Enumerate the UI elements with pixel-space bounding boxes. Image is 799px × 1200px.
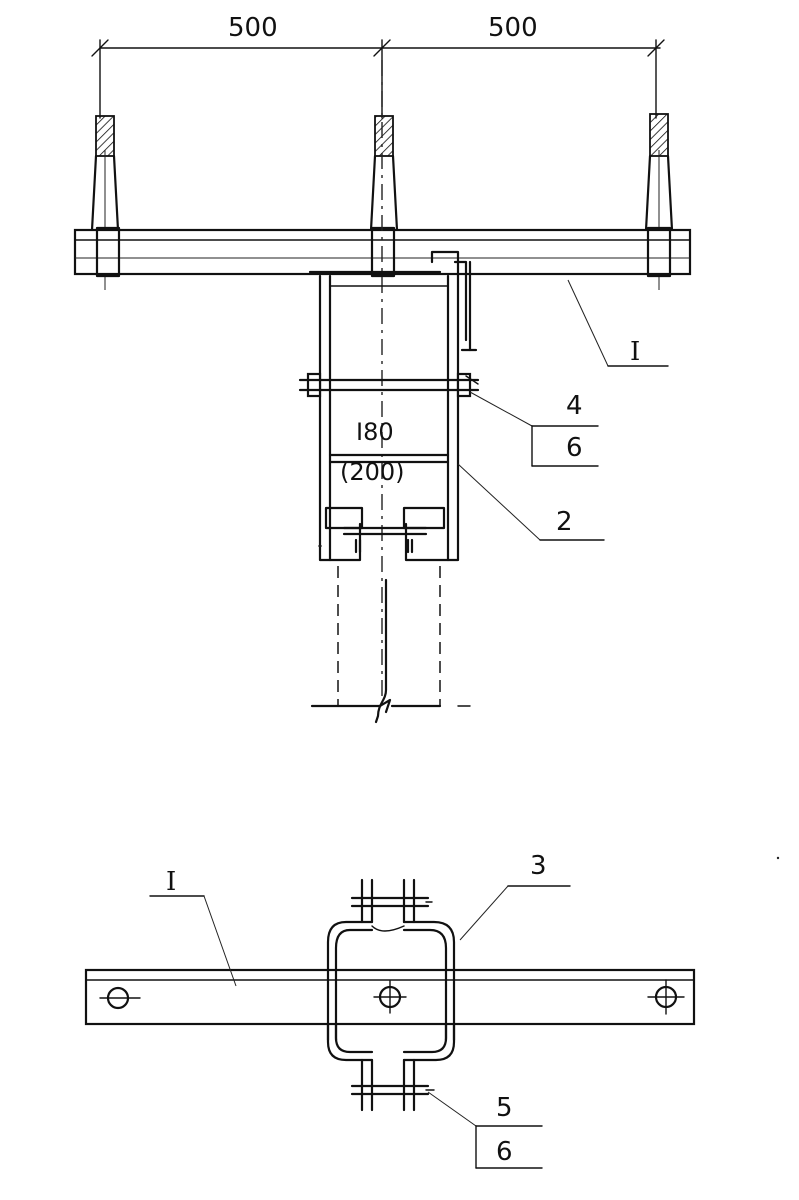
callout-lower: 2 [457,463,605,541]
column [298,250,480,562]
callout-plan-top-label: 3 [530,851,547,881]
insulator-right [644,113,674,290]
callout-plan-bottom-top-label: 5 [496,1093,513,1123]
callout-plan-top: 3 [459,851,571,941]
section-mark-front-label: I [630,337,640,367]
callout-upper: 4 6 [469,391,599,467]
insulator-center [369,115,399,232]
column-size-alt-label: (200) [340,458,405,486]
dimension-right-label: 500 [488,13,538,43]
dimension-left-label: 500 [228,13,278,43]
section-mark-front: I [567,279,669,367]
plan-view [84,878,696,1112]
callout-upper-bottom-label: 6 [566,433,583,463]
callout-upper-top-label: 4 [566,391,583,421]
callout-lower-label: 2 [556,507,573,537]
section-mark-plan: I [149,867,237,987]
callout-plan-bottom-bottom-label: 6 [496,1137,513,1167]
column-size-label: I80 [356,418,394,446]
section-mark-plan-label: I [166,867,176,897]
callout-plan-bottom: 5 6 [427,1091,543,1169]
speck [776,856,780,860]
dimension-line: 500 500 [91,13,665,119]
pole-outline [310,566,471,724]
